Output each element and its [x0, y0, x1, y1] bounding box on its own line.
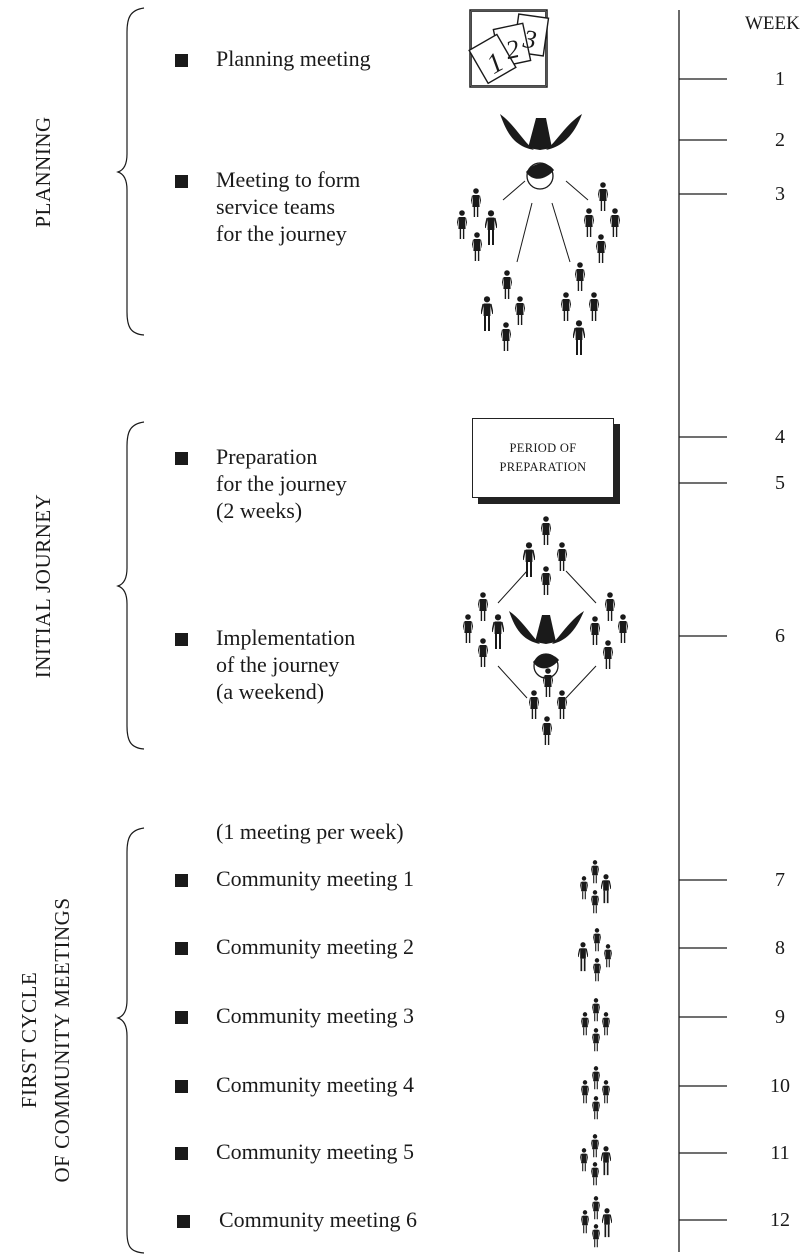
week-number: 4: [775, 426, 785, 448]
people-group-icon: [578, 928, 612, 982]
bullet: [175, 1147, 188, 1160]
people-group-icon: [523, 516, 567, 596]
section-label-initial-journey: INITIAL JOURNEY: [31, 493, 55, 679]
people-group-icon: [463, 592, 504, 668]
calendar-icon: 3 2 1: [468, 9, 550, 88]
timeline-ticks: [679, 78, 727, 1221]
item-preparation: Preparation for the journey (2 weeks): [216, 444, 347, 523]
people-group-icon: [590, 592, 628, 670]
bullet: [175, 175, 188, 188]
people-group-icon: [581, 1066, 610, 1120]
item-form-service-teams: Meeting to form service teams for the jo…: [216, 167, 361, 246]
people-group-icon: [584, 182, 620, 264]
dove-icon: [509, 611, 584, 679]
people-group-icon: [481, 270, 525, 352]
week-number: 5: [775, 472, 785, 494]
bullet: [175, 633, 188, 646]
item-community-meeting: Community meeting 5: [216, 1139, 414, 1164]
week-header: WEEK: [745, 13, 800, 34]
week-number: 10: [770, 1075, 790, 1097]
team-lines: [502, 180, 589, 263]
brace-initial-journey: [116, 421, 145, 750]
period-of-preparation-box: PERIOD OF PREPARATION: [472, 418, 614, 498]
people-group-icon: [580, 1134, 611, 1186]
people-group-icon: [457, 188, 497, 262]
item-community-meeting: Community meeting 3: [216, 1003, 414, 1028]
section-label-planning: PLANNING: [31, 116, 55, 228]
week-number: 8: [775, 937, 785, 959]
bullet: [175, 874, 188, 887]
week-number: 6: [775, 625, 785, 647]
team-lines: [497, 570, 597, 699]
meeting-frequency-note: (1 meeting per week): [216, 819, 404, 844]
people-group-icon: [581, 998, 610, 1052]
item-planning-meeting: Planning meeting: [216, 46, 371, 71]
item-implementation: Implementation of the journey (a weekend…: [216, 625, 356, 704]
section-label-community-cycle: FIRST CYCLE OF COMMUNITY MEETINGS: [17, 897, 74, 1183]
prep-box-line: PREPARATION: [499, 460, 587, 474]
week-number: 3: [775, 183, 785, 205]
prep-box-line: PERIOD OF: [509, 441, 577, 455]
bullet: [175, 1011, 188, 1024]
bullet: [175, 1080, 188, 1093]
brace-planning: [116, 7, 145, 336]
item-community-meeting: Community meeting 1: [216, 866, 414, 891]
calendar-digit: 3: [520, 24, 538, 55]
brace-community-cycle: [116, 827, 145, 1254]
people-group-icon: [581, 1196, 612, 1248]
week-number: 7: [775, 869, 785, 891]
item-community-meeting: Community meeting 4: [216, 1072, 414, 1097]
week-number: 9: [775, 1006, 785, 1028]
week-number: 11: [770, 1142, 790, 1164]
bullet: [177, 1215, 190, 1228]
week-number: 12: [770, 1209, 790, 1231]
bullet: [175, 54, 188, 67]
people-group-icon: [561, 262, 599, 356]
bullet: [175, 452, 188, 465]
week-number: 2: [775, 129, 785, 151]
week-number: 1: [775, 68, 785, 90]
item-community-meeting: Community meeting 2: [216, 934, 414, 959]
bullet: [175, 942, 188, 955]
dove-icon: [500, 114, 582, 190]
people-group-icon: [529, 668, 567, 746]
calendar-digit: 2: [503, 34, 522, 65]
item-community-meeting: Community meeting 6: [219, 1207, 417, 1232]
people-group-icon: [580, 860, 611, 914]
